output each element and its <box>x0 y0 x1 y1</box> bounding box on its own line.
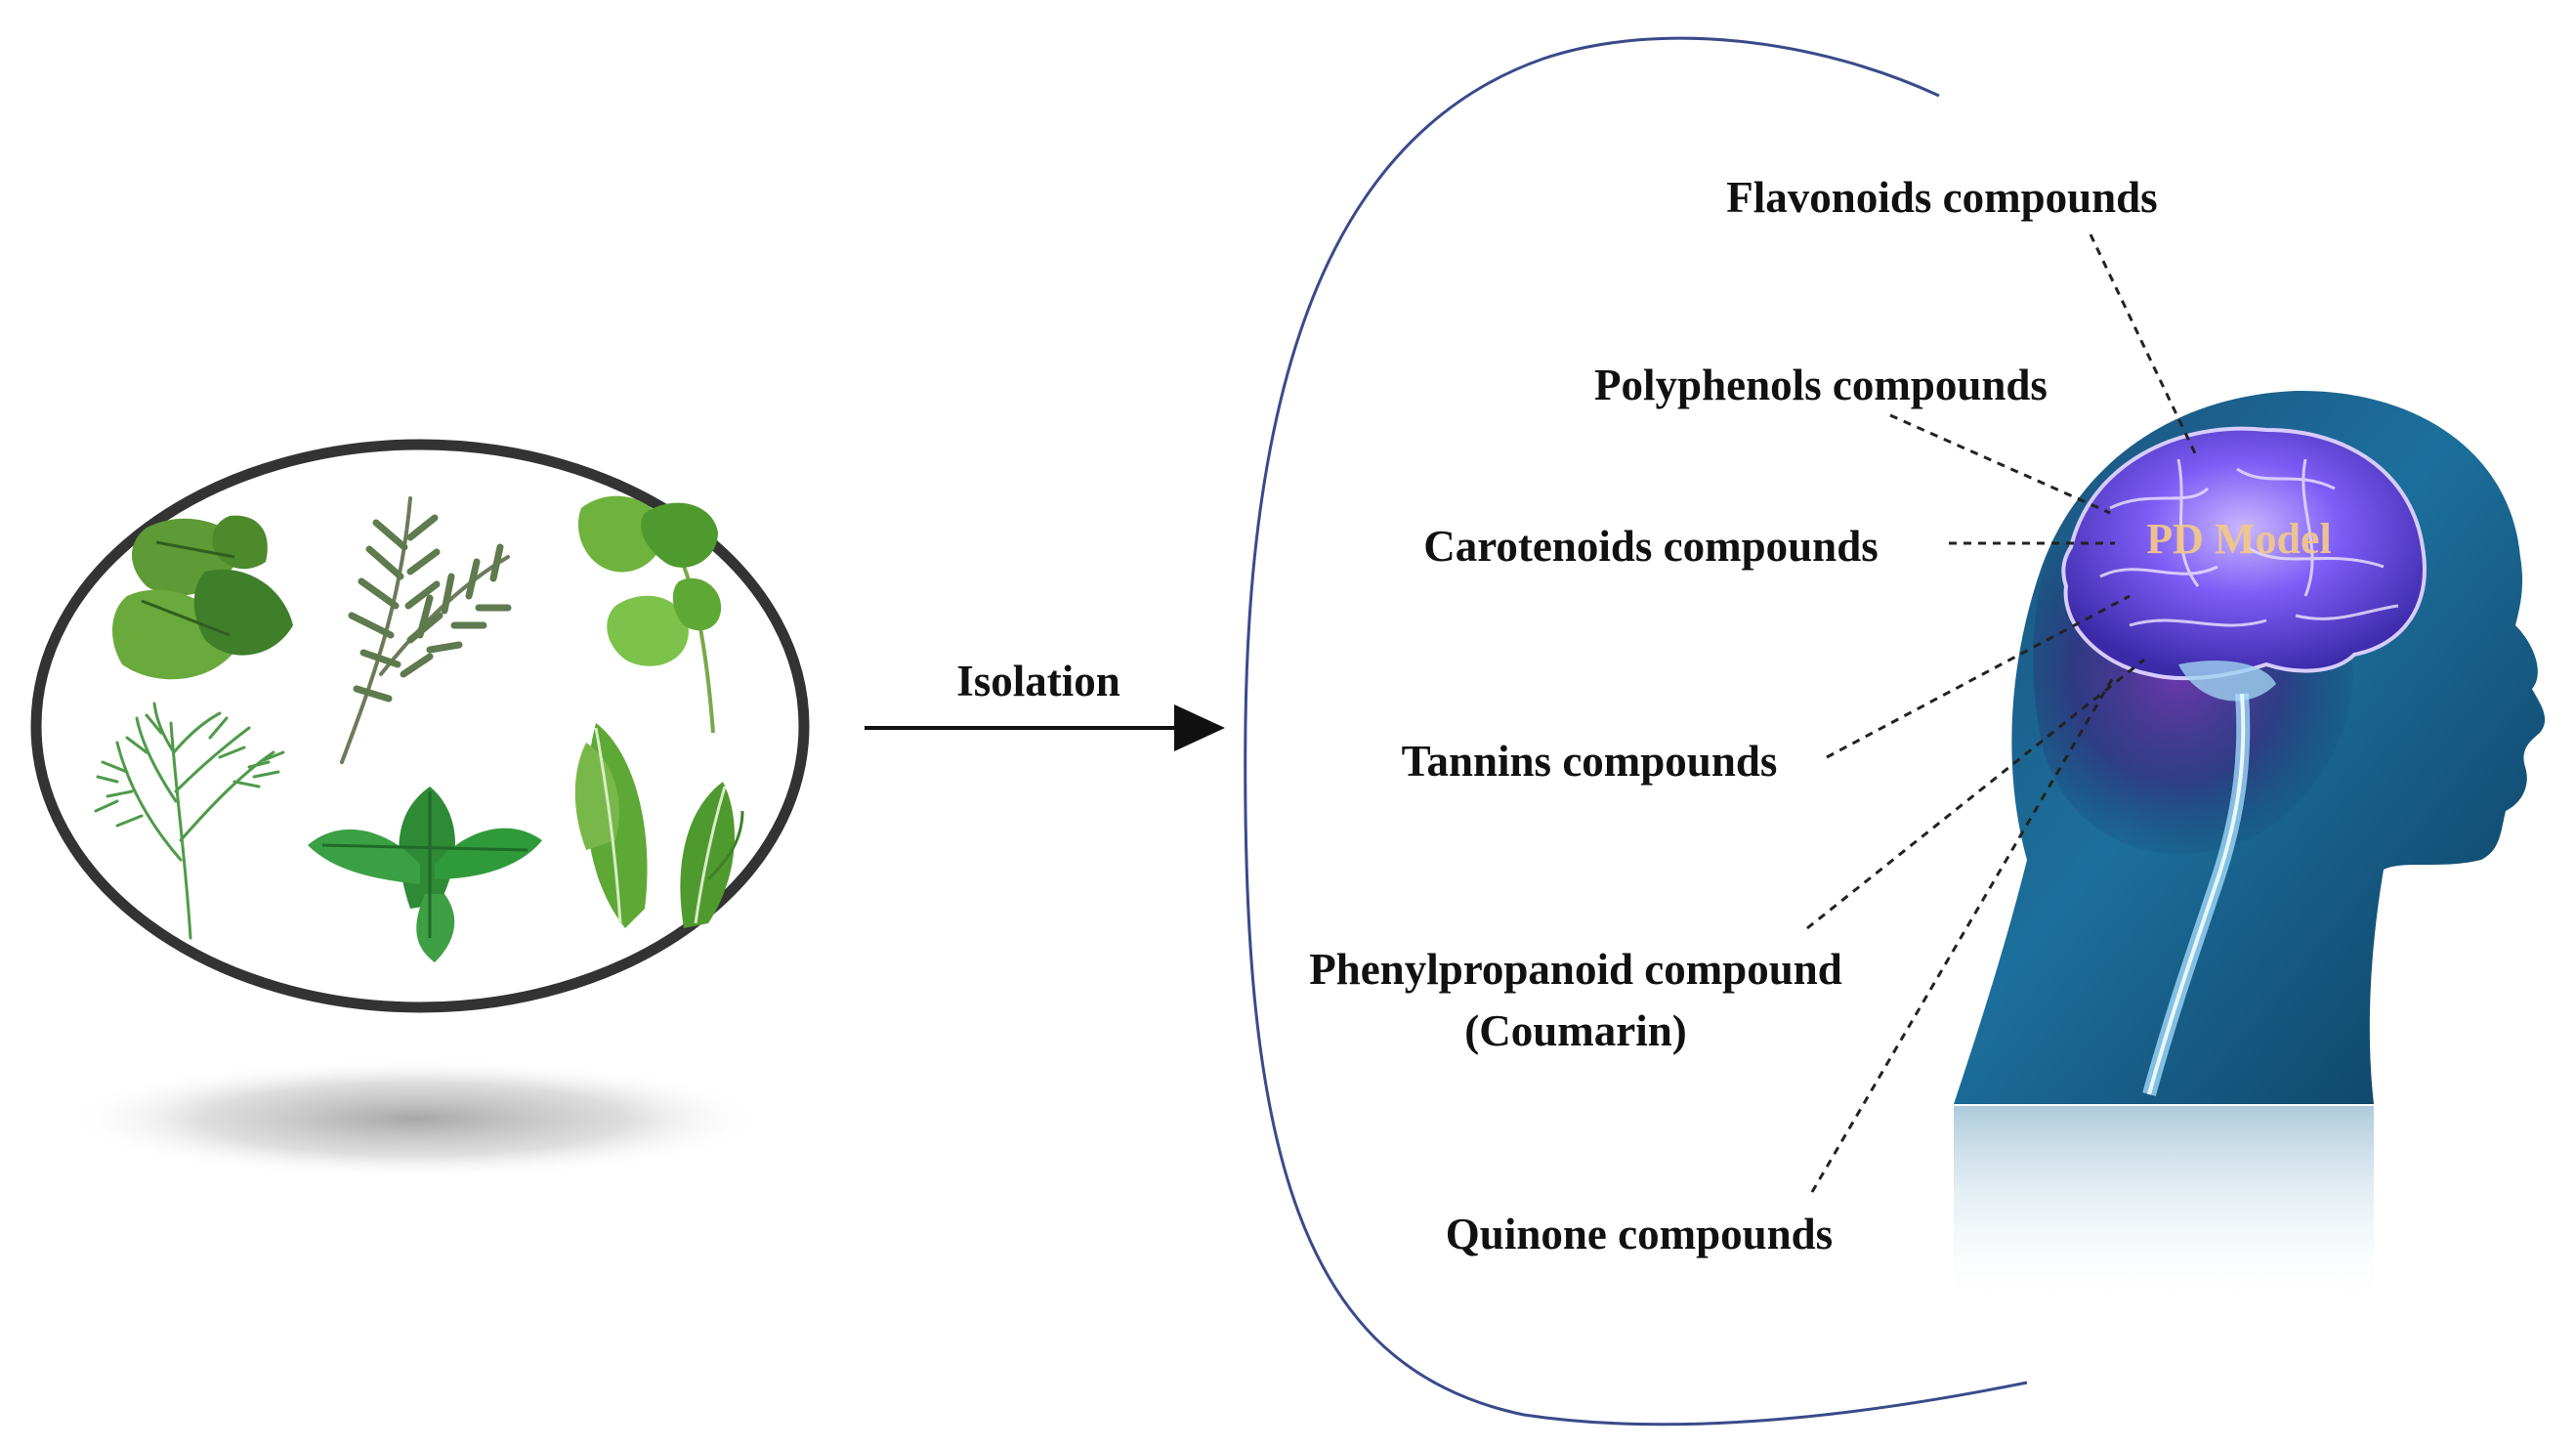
compound-label-quinone: Quinone compounds <box>1446 1210 1833 1258</box>
oregano-icon <box>111 515 293 680</box>
leader-line-flavonoids <box>2089 234 2200 460</box>
compound-label-carotenoids: Carotenoids compounds <box>1423 522 1879 571</box>
compound-label-coumarin: (Coumarin) <box>1464 1006 1686 1055</box>
compound-label-tannins: Tannins compounds <box>1402 737 1778 786</box>
leader-line-phenylpropanoid <box>1806 658 2145 930</box>
brain-icon <box>2061 426 2427 681</box>
leader-line-polyphenols <box>1889 413 2111 515</box>
head-illustration: PD Model <box>1954 390 2546 1309</box>
parsley-icon <box>577 495 722 734</box>
cerebellum <box>2178 661 2276 702</box>
leader-line-tannins <box>1826 594 2131 759</box>
leader-line-quinone <box>1810 673 2117 1193</box>
isolation-label: Isolation <box>956 657 1120 705</box>
pd-model-label: PD Model <box>2146 515 2331 563</box>
rosemary-icon <box>340 496 512 764</box>
compound-label-polyphenols: Polyphenols compounds <box>1594 361 2048 409</box>
mint-icon <box>308 787 542 962</box>
herb-shadow <box>63 1058 767 1179</box>
compound-label-phenylpropanoid: Phenylpropanoid compound <box>1309 945 1842 994</box>
bracket-curve <box>1244 36 2028 1427</box>
arugula-icon <box>574 723 744 928</box>
dill-icon <box>94 702 285 940</box>
compound-label-flavonoids: Flavonoids compounds <box>1726 173 2157 222</box>
